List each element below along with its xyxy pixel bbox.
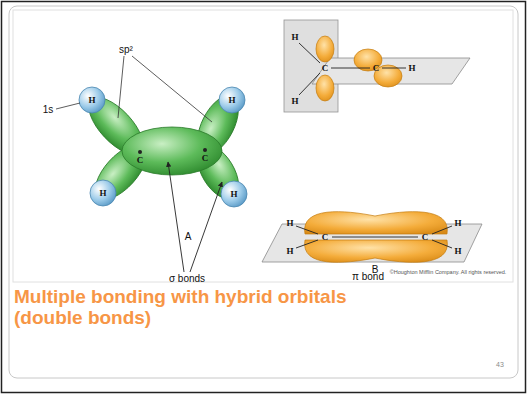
sigma-framework: [56, 56, 247, 208]
orbital-label: 1s: [43, 105, 54, 115]
callout-label: π bond: [352, 272, 384, 282]
slide-title: Multiple bonding with hybrid orbitals (d…: [14, 286, 359, 329]
atom-label: C: [202, 154, 209, 163]
atom-label: H: [88, 96, 95, 105]
orbital-label: sp²: [119, 45, 133, 55]
atom-label: C: [322, 64, 329, 73]
atom-label: H: [408, 64, 415, 73]
atom-label: H: [291, 33, 298, 42]
copyright-note: ©Houghton Mifflin Company. All rights re…: [390, 270, 507, 276]
figure-area: [13, 10, 513, 282]
atom-label: C: [422, 233, 429, 242]
atom-label: H: [454, 219, 461, 228]
atom-label: C: [137, 156, 144, 165]
atom-label: H: [228, 96, 235, 105]
atom-label: H: [230, 190, 237, 199]
slide-panel: [9, 6, 518, 378]
atom-label: C: [322, 233, 329, 242]
leader-line: [190, 182, 222, 272]
pi-bond: [262, 212, 482, 263]
atom-label: H: [291, 97, 298, 106]
figure-letter: A: [185, 232, 192, 242]
page-number: 43: [496, 361, 504, 368]
leader-line: [168, 162, 184, 272]
atom-label: C: [373, 64, 380, 73]
callout-label: σ bonds: [169, 274, 205, 284]
atom-label: H: [286, 247, 293, 256]
atom-label: H: [99, 189, 106, 198]
atom-label: H: [286, 219, 293, 228]
p-orbital-planes: [284, 20, 470, 112]
atom-label: H: [454, 247, 461, 256]
